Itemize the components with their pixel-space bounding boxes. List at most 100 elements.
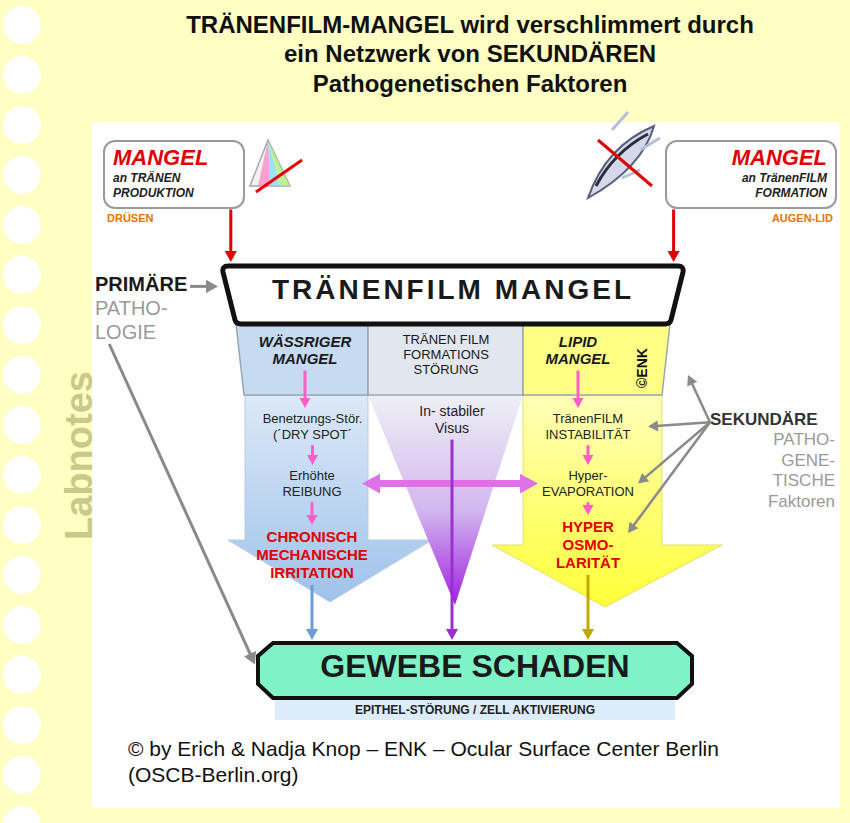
connector-line (672, 209, 675, 253)
connector-line (577, 371, 580, 401)
connector (307, 445, 318, 465)
deficit-box: MANGELan TränenFILM FORMATIONAUGEN-LID (665, 140, 837, 209)
arrowhead (446, 629, 458, 640)
arrowhead (628, 522, 638, 533)
visus-cone (368, 395, 523, 605)
node-text: WÄSSRIGER MANGEL (247, 333, 363, 368)
connector (573, 371, 584, 409)
aqueous-flow-arrow (228, 395, 432, 602)
node-text: SEKUNDÄRE (710, 410, 835, 430)
node-text: Benetzungs-Stör. (´DRY SPOT´ (252, 411, 373, 442)
formation-column (368, 324, 523, 395)
connector (582, 575, 594, 640)
connector-line (304, 371, 307, 401)
node-text: MANGEL (113, 145, 235, 171)
node-subtext: DRÜSEN (107, 212, 153, 224)
caption: © by Erich & Nadja Knop – ENK – Ocular S… (128, 736, 778, 789)
arrowhead (244, 651, 256, 665)
arrowhead (687, 375, 697, 386)
column-head: WÄSSRIGER MANGEL (245, 330, 365, 371)
outcome-label: CHRONISCH MECHANISCHE IRRITATION (247, 525, 377, 585)
step-label: Erhöhte REIBUNG (262, 465, 362, 502)
deficit-box: MANGELan TRÄNEN PRODUKTIONDRÜSEN (103, 140, 245, 209)
connector (446, 440, 458, 640)
node-text: PRIMÄRE (95, 272, 190, 296)
node-text: TRÄNENFILM MANGEL (218, 274, 688, 306)
connector-line (691, 382, 710, 422)
outcome-label: HYPER OSMO- LARITÄT (548, 515, 628, 575)
node-text: In- stabiler Visus (419, 403, 485, 437)
column-head: LIPID MANGEL (528, 330, 628, 371)
connector (307, 502, 318, 525)
node-text: TränenFILM INSTABILITÄT (530, 411, 646, 442)
connector-line (587, 445, 590, 457)
node-text: CHRONISCH MECHANISCHE IRRITATION (249, 528, 375, 582)
diagram-title: TRÄNENFILM-MANGEL wird verschlimmert dur… (185, 10, 755, 98)
connector-line (311, 502, 314, 517)
arrowhead (225, 251, 237, 262)
connector-line (656, 422, 710, 426)
factor-hub: SEKUNDÄREPATHO- GENE- TISCHE Faktoren (710, 410, 835, 512)
connector-line (229, 209, 232, 253)
copyright-mark: ©ENK (634, 348, 650, 388)
connector-line (109, 344, 251, 656)
connector (583, 445, 594, 465)
arrowhead (520, 474, 538, 494)
eyelid-shape (588, 126, 654, 198)
connector-line (376, 480, 523, 487)
connector (638, 422, 710, 483)
strike-line (256, 160, 302, 192)
node-subtext: an TRÄNEN PRODUKTION (113, 171, 235, 201)
step-label: Hyper- EVAPORATION (538, 465, 638, 502)
node-text: MANGEL (675, 145, 827, 171)
arrowhead (582, 629, 594, 640)
lipid-column (523, 324, 670, 395)
node-text: HYPER OSMO- LARITÄT (550, 518, 626, 572)
connector-line (644, 422, 710, 478)
lipid-flow-arrow (492, 395, 722, 607)
step-label: TränenFILM INSTABILITÄT (528, 408, 648, 445)
arrowhead (583, 455, 594, 465)
connector (306, 585, 318, 640)
prism-icon (250, 140, 302, 192)
node-subtext: AUGEN-LID (772, 212, 833, 224)
node-text: GEWEBE SCHADEN (255, 648, 695, 685)
lid-margin (596, 134, 648, 186)
arrowhead (668, 251, 680, 262)
connector (687, 375, 710, 422)
prism-wedge (258, 140, 270, 186)
arrowhead (362, 474, 380, 494)
connector-line (311, 585, 314, 631)
connector (190, 280, 218, 293)
prism-body (250, 140, 290, 186)
step-label: Benetzungs-Stör. (´DRY SPOT´ (250, 408, 375, 445)
node-text: TRÄNEN FILM FORMATIONS STÖRUNG (374, 333, 518, 378)
node-subtext: PATHO- GENE- TISCHE Faktoren (739, 430, 835, 512)
connector-line (451, 440, 454, 632)
connector (648, 420, 710, 431)
aqueous-column (236, 324, 368, 395)
connector (628, 422, 710, 533)
node-subtext: EPITHEL-STÖRUNG / ZELL AKTIVIERUNG (255, 703, 695, 717)
arrowhead (307, 455, 318, 465)
connector-line (633, 422, 710, 526)
arrowhead (306, 629, 318, 640)
arrowhead (206, 280, 218, 293)
connector (225, 209, 237, 262)
crystal-marks (612, 112, 660, 178)
node-text: Erhöhte REIBUNG (264, 468, 360, 499)
pathology-label: PRIMÄREPATHO- LOGIE (95, 272, 190, 344)
deficit-banner: TRÄNENFILM MANGEL WÄSSRIGER MANGEL TRÄNEN … (218, 262, 688, 395)
node-text: Hyper- EVAPORATION (540, 468, 636, 499)
node-subtext: an TränenFILM FORMATION (675, 171, 827, 201)
connector-line (311, 445, 314, 457)
connector (362, 474, 538, 494)
eyelid-icon (588, 112, 660, 198)
node-text: LIPID MANGEL (530, 333, 626, 368)
connector-line (190, 285, 208, 288)
arrowhead (648, 420, 658, 431)
strike-line (598, 140, 652, 186)
arrowhead (583, 505, 594, 515)
